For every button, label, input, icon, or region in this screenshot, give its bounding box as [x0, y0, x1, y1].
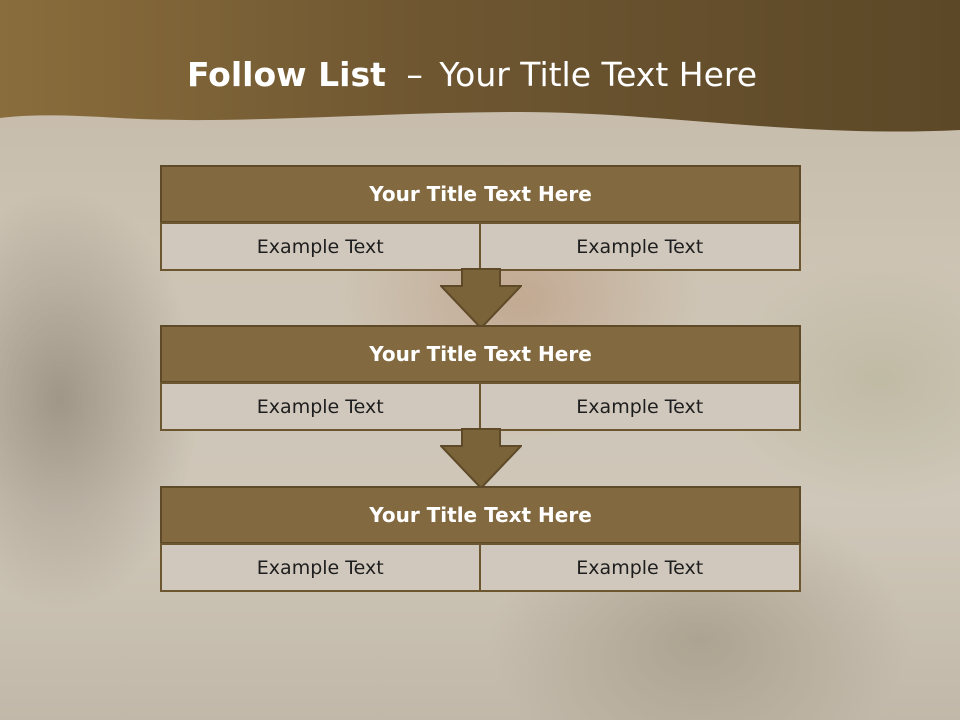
box-cell-right: Example Text	[478, 222, 801, 271]
box-title: Your Title Text Here	[160, 486, 801, 544]
box-cell-left: Example Text	[160, 543, 481, 592]
follow-box-2: Your Title Text Here Example Text Exampl…	[160, 325, 801, 431]
title-rest: Your Title Text Here	[439, 55, 758, 94]
follow-box-3: Your Title Text Here Example Text Exampl…	[160, 486, 801, 592]
box-title: Your Title Text Here	[160, 165, 801, 223]
title-bold-part: Follow List	[186, 55, 386, 94]
page-title: Follow List – Your Title Text Here	[0, 55, 944, 94]
box-title: Your Title Text Here	[160, 325, 801, 383]
box-cell-right: Example Text	[478, 382, 801, 431]
down-arrow-icon	[440, 428, 522, 490]
title-separator: –	[406, 55, 423, 94]
down-arrow-icon	[440, 268, 522, 330]
box-cell-right: Example Text	[478, 543, 801, 592]
follow-box-1: Your Title Text Here Example Text Exampl…	[160, 165, 801, 271]
header-band	[0, 0, 960, 132]
box-cell-left: Example Text	[160, 382, 481, 431]
box-cell-left: Example Text	[160, 222, 481, 271]
